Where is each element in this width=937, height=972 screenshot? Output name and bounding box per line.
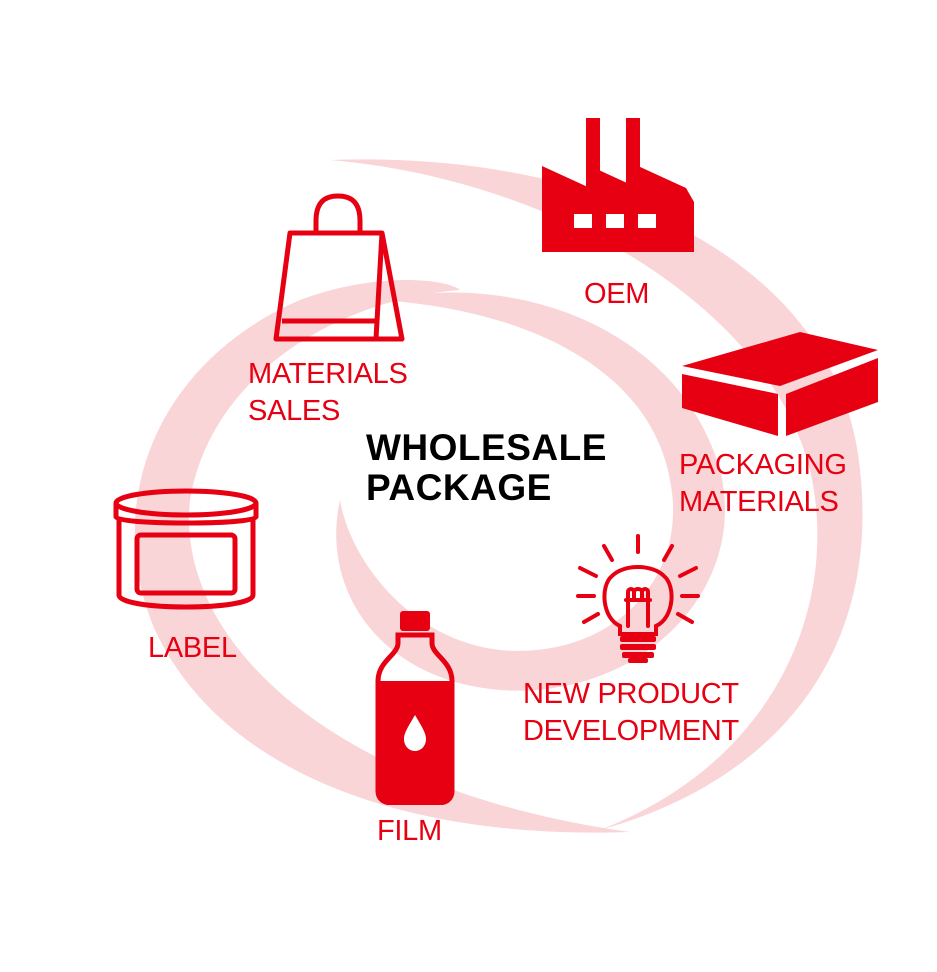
light-bulb-icon [576, 534, 700, 663]
center-title: WHOLESALE PACKAGE [366, 427, 607, 508]
shopping-bag-icon [273, 193, 405, 342]
node-label-film: FILM [377, 815, 442, 847]
node-label-materials-sales: MATERIALS SALES [248, 358, 408, 427]
left-swirl-arm [134, 280, 630, 833]
factory-icon [542, 118, 694, 252]
node-label-label: LABEL [148, 632, 237, 664]
outer-swirl-arm [330, 159, 863, 831]
can-icon [113, 488, 259, 610]
node-label-oem: OEM [584, 278, 650, 310]
box-icon [682, 332, 878, 436]
inner-swirl-arm [336, 292, 725, 691]
node-label-packaging-materials: PACKAGING MATERIALS [679, 449, 847, 518]
node-label-new-product-development: NEW PRODUCT DEVELOPMENT [523, 678, 739, 747]
bottle-icon [375, 611, 455, 805]
